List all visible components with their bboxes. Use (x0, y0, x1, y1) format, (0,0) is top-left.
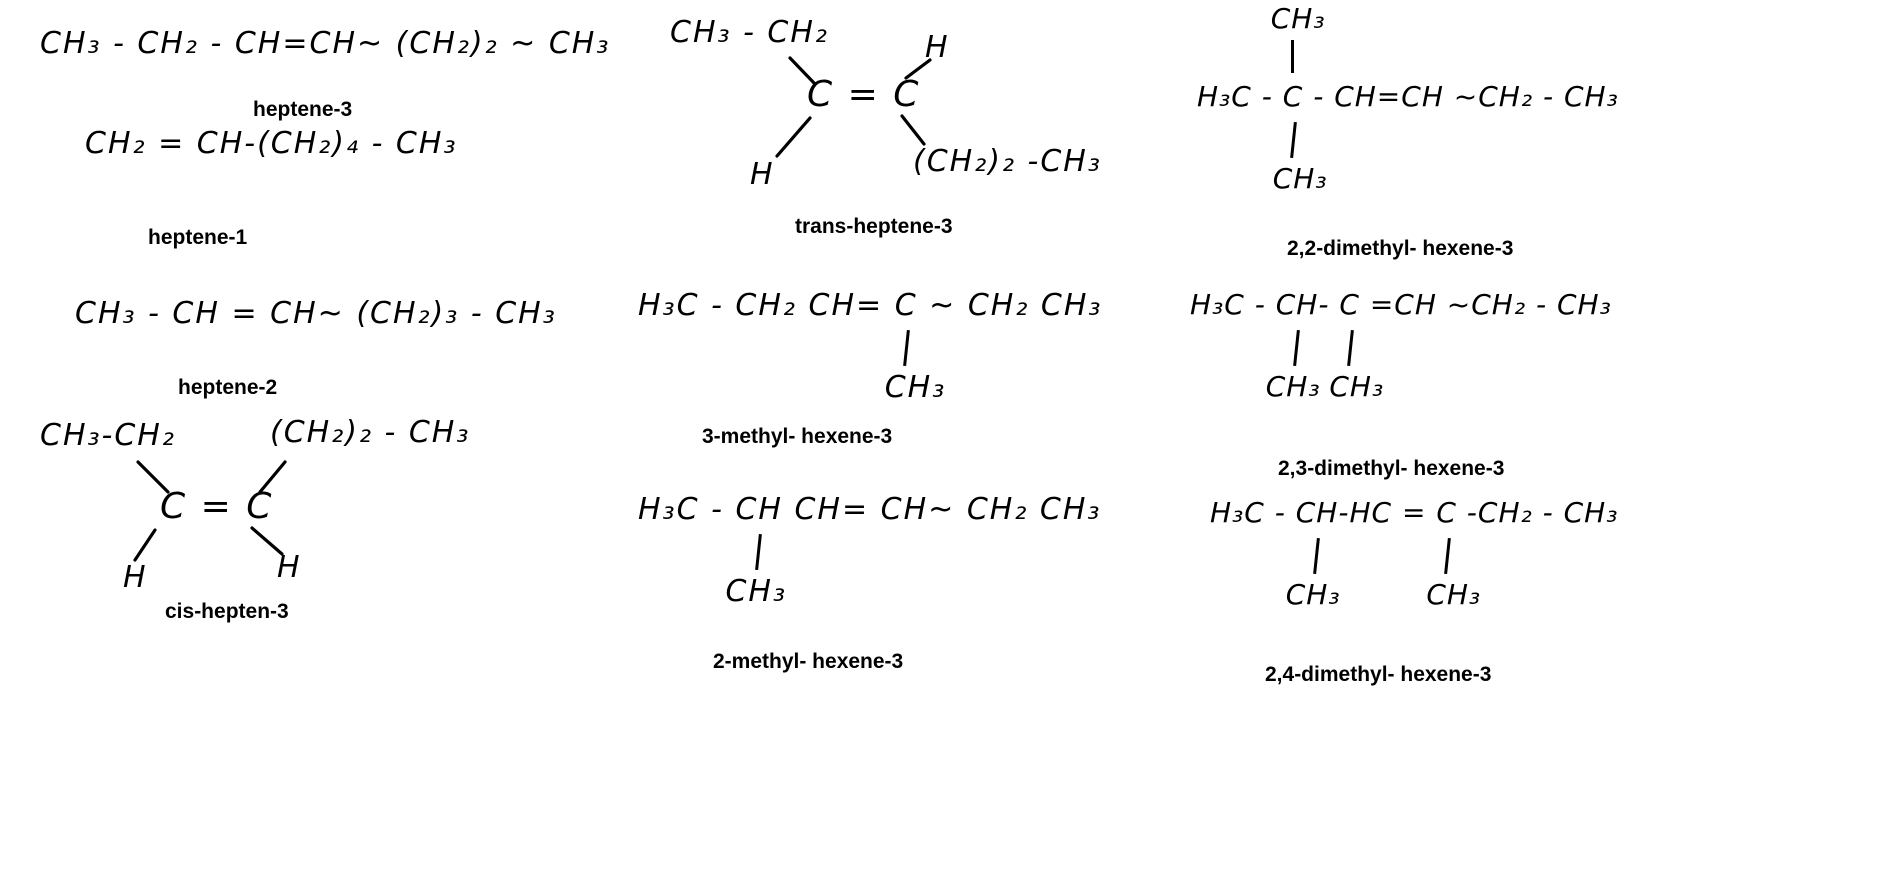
label-2-4-dimethyl-hexene-3: 2,4-dimethyl- hexene-3 (1265, 663, 1492, 686)
structure-heptene-2: CH₃ - CH = CH~ (CH₂)₃ - CH₃ heptene-2 (75, 296, 557, 399)
chain-segment: CH= CH~ CH₂ CH₃ (782, 492, 1102, 527)
formula-heptene-1: CH₂ = CH-(CH₂)₄ - CH₃ (85, 126, 458, 161)
chain-segment: -HC = (1338, 496, 1437, 529)
methyl-substituent: CH₃ (884, 370, 947, 405)
label-trans-heptene-3: trans-heptene-3 (795, 215, 953, 238)
bond-c-to-h-left (133, 528, 157, 562)
label-cis-hepten-3: cis-hepten-3 (165, 600, 289, 623)
label-heptene-2: heptene-2 (178, 376, 278, 399)
hydrogen-top: H (925, 30, 950, 65)
hydrogen-bottom: H (750, 157, 775, 192)
single-bond (1346, 329, 1354, 367)
formula-heptene-3: CH₃ - CH₂ - CH=CH~ (CH₂)₂ ~ CH₃ (40, 26, 611, 61)
chain-segment: H₃C - CH₂ CH= (638, 288, 895, 323)
single-bond (903, 329, 910, 367)
hydrogen-right: H (277, 550, 302, 585)
chain-segment: - (1318, 288, 1340, 321)
methyl-substituent: CH₃ (1285, 578, 1341, 611)
bond-c-to-propyl (900, 114, 926, 146)
group-ethyl: CH₃-CH₂ (40, 418, 176, 453)
structure-heptene-3: CH₃ - CH₂ - CH=CH~ (CH₂)₂ ~ CH₃ heptene-… (40, 26, 611, 121)
label-2-3-dimethyl-hexene-3: 2,3-dimethyl- hexene-3 (1278, 457, 1505, 480)
chain-segment: -CH₂ - CH₃ (1456, 496, 1619, 529)
single-bond-down (1290, 121, 1297, 159)
label-3-methyl-hexene-3: 3-methyl- hexene-3 (702, 425, 893, 448)
label-heptene-1: heptene-1 (148, 226, 248, 249)
chain-segment: H₃C - (1197, 80, 1283, 113)
chain-segment: ~ CH₂ CH₃ (917, 288, 1103, 323)
chain-segment: H₃C - (1190, 288, 1276, 321)
double-bond-carbons: C = C (160, 486, 274, 527)
formula-heptene-2: CH₃ - CH = CH~ (CH₂)₃ - CH₃ (75, 296, 557, 331)
methyl-substituent: CH₃ (1426, 578, 1482, 611)
hydrogen-left: H (123, 560, 148, 595)
group-propyl: (CH₂)₂ - CH₃ (270, 415, 471, 450)
methyl-substituent: CH₃ (725, 574, 787, 609)
single-bond (1293, 329, 1300, 367)
chain-segment: H₃C - (1210, 496, 1296, 529)
chain-segment: =CH ~CH₂ - CH₃ (1359, 288, 1612, 321)
single-bond (754, 533, 762, 571)
label-2-2-dimethyl-hexene-3: 2,2-dimethyl- hexene-3 (1287, 237, 1514, 260)
structure-cis-hepten-3: CH₃-CH₂ (CH₂)₂ - CH₃ C = C H H cis-hepte… (40, 414, 540, 644)
methyl-substituent: CH₃ (1329, 370, 1385, 403)
methyl-substituent-top: CH₃ (1270, 2, 1326, 35)
group-ethyl: CH₃ - CH₂ (670, 15, 829, 50)
methyl-substituent-bottom: CH₃ (1272, 162, 1328, 195)
single-bond (1443, 537, 1451, 575)
structure-trans-heptene-3: CH₃ - CH₂ H C = C H (CH₂)₂ -CH₃ trans-he… (662, 6, 1242, 246)
chain-segment: H₃C - (638, 492, 736, 527)
double-bond-carbons: C = C (807, 74, 921, 115)
methyl-substituent: CH₃ (1265, 370, 1321, 403)
chain-segment: - CH=CH ~CH₂ - CH₃ (1303, 80, 1619, 113)
single-bond (1313, 537, 1320, 575)
label-heptene-3: heptene-3 (253, 98, 353, 121)
group-propyl: (CH₂)₂ -CH₃ (913, 144, 1102, 179)
structure-heptene-1: CH₂ = CH-(CH₂)₄ - CH₃ heptene-1 (85, 126, 458, 249)
bond-c-to-h-bottom (775, 116, 812, 158)
label-2-methyl-hexene-3: 2-methyl- hexene-3 (713, 650, 904, 673)
single-bond-up (1290, 40, 1294, 73)
